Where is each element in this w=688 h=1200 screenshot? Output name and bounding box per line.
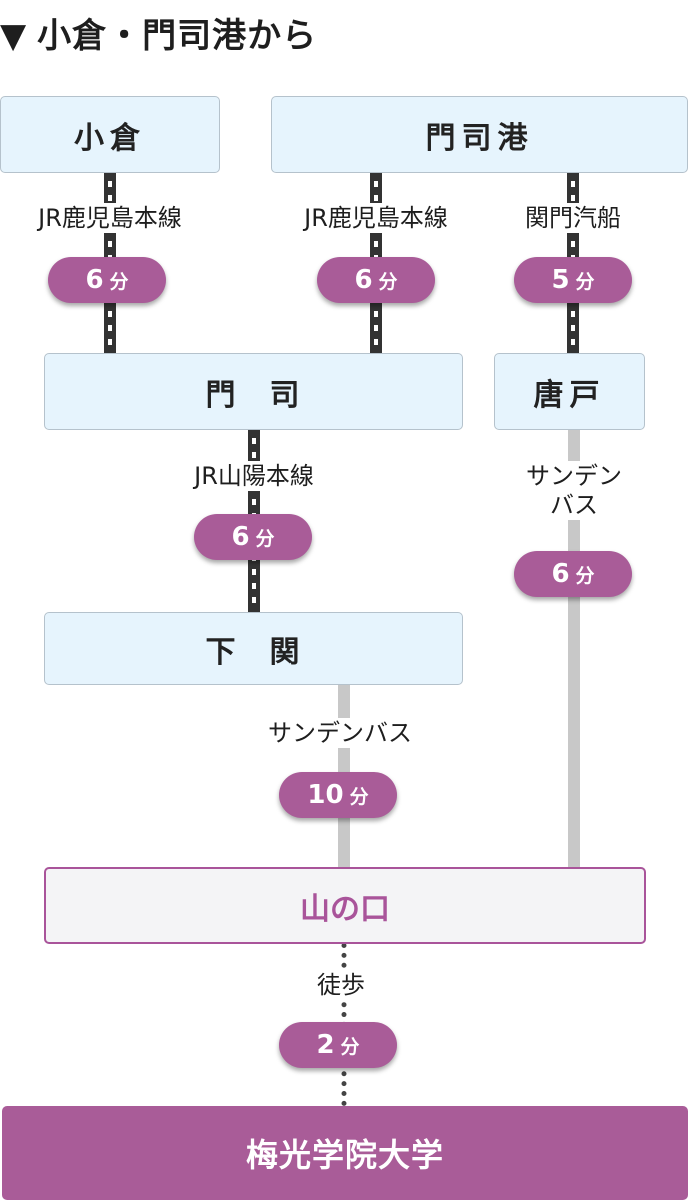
title-text: 小倉・門司港から <box>37 16 318 56</box>
station-label: 唐戸 <box>533 377 606 413</box>
route-label-kokura: JR鹿児島本線 <box>34 203 186 233</box>
route-label-walk: 徒歩 <box>313 970 369 1000</box>
route-label-sanyo: JR山陽本線 <box>190 461 318 491</box>
station-karato: 唐戸 <box>494 353 645 430</box>
station-label: 下 関 <box>205 634 302 670</box>
section-title: ▼小倉・門司港から <box>0 8 317 57</box>
station-mojiko: 門司港 <box>271 96 688 173</box>
station-label: 門司港 <box>425 120 534 156</box>
ferry-mojiko-upper <box>567 173 579 203</box>
route-label-ferry: 関門汽船 <box>521 203 625 233</box>
route-label-bus-karato-2: バス <box>546 490 602 520</box>
route-label-bus-karato-1: サンデン <box>522 461 626 491</box>
destination-label: 梅光学院大学 <box>245 1136 444 1174</box>
station-label: 小倉 <box>74 120 146 156</box>
station-yamanokuchi: 山の口 <box>44 867 646 944</box>
route-label-mojiko-jr: JR鹿児島本線 <box>300 203 452 233</box>
route-label-bus-shimonoseki: サンデンバス <box>264 718 416 748</box>
rail-mojiko-upper <box>370 173 382 203</box>
rail-kokura-upper <box>104 173 116 203</box>
destination-baiko-gakuin: 梅光学院大学 <box>2 1106 688 1200</box>
station-label: 門 司 <box>205 377 302 413</box>
triangle-marker-icon: ▼ <box>0 16 28 56</box>
station-shimonoseki: 下 関 <box>44 612 463 685</box>
rail-moji-upper <box>248 430 260 461</box>
bus-line-karato-yamanokuchi <box>568 430 580 870</box>
station-kokura: 小倉 <box>0 96 220 173</box>
station-label: 山の口 <box>300 891 390 927</box>
station-moji: 門 司 <box>44 353 463 430</box>
